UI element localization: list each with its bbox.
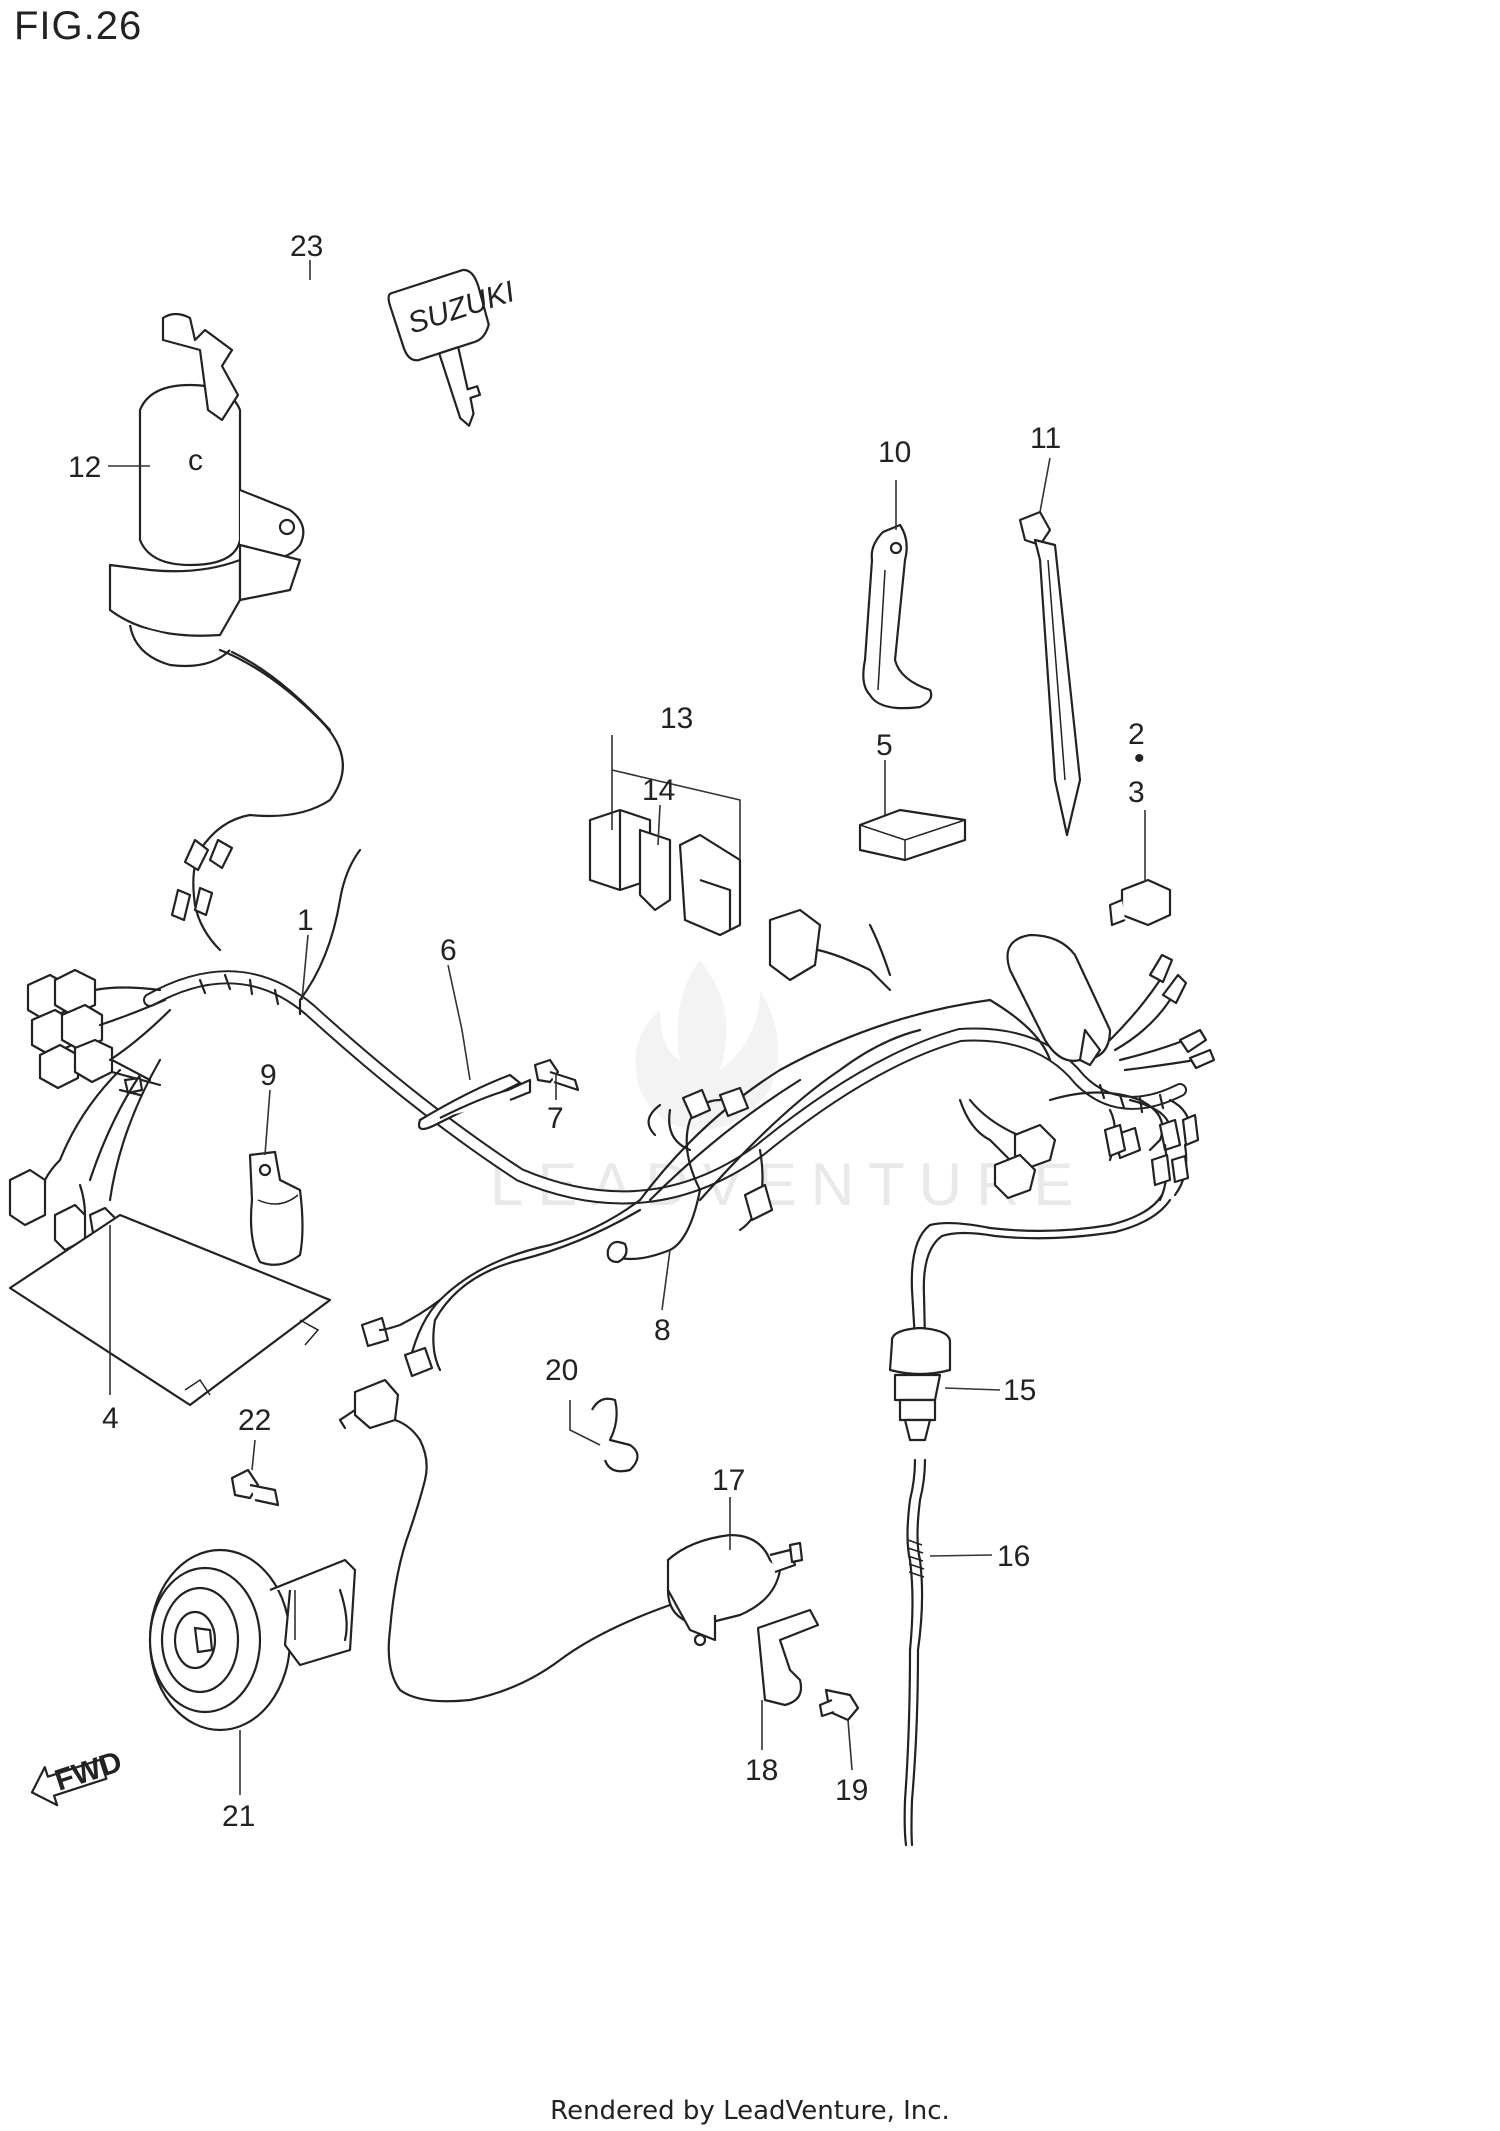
callout-1: 1 (297, 904, 314, 937)
callout-4: 4 (102, 1402, 119, 1435)
callout-20: 20 (545, 1354, 578, 1387)
callout-8: 8 (654, 1314, 671, 1347)
callout-14: 14 (642, 774, 675, 807)
callout-9: 9 (260, 1059, 277, 1092)
brake-switch (338, 1378, 804, 1703)
fwd-arrow-icon: FWD (30, 1745, 126, 1807)
footer-credit: Rendered by LeadVenture, Inc. (550, 2096, 950, 2126)
callout-17: 17 (712, 1464, 745, 1497)
lower-harness-branches (360, 1086, 774, 1378)
callout-12: 12 (68, 451, 101, 484)
callout-13: 13 (660, 702, 693, 735)
left-connector-cluster (8, 968, 172, 1252)
callout-5: 5 (876, 729, 893, 762)
callout-2: 2 (1128, 718, 1145, 751)
ignition-wire (192, 648, 344, 952)
ignition-marking: c (188, 444, 203, 477)
screw-19 (818, 1688, 860, 1722)
ignition-key: SUZUKI (387, 268, 519, 427)
right-harness-branches (910, 933, 1216, 1342)
leader-lines (108, 260, 1146, 1795)
wire-holder (248, 1150, 304, 1266)
switch-bracket (756, 1608, 820, 1707)
neutral-switch (888, 1326, 952, 1442)
watermark-text: LEADVENTURE (490, 1151, 1087, 1218)
callout-19: 19 (835, 1774, 868, 1807)
relay-connectors (588, 808, 892, 992)
wire-clamp (591, 1397, 639, 1473)
callout-6: 6 (440, 934, 457, 967)
callout-22: 22 (238, 1404, 271, 1437)
callout-15: 15 (1003, 1374, 1036, 1407)
callout-2-3-dot: • (1134, 742, 1145, 775)
harness-clip (417, 1073, 532, 1131)
callout-labels: 23 12 1 6 7 9 4 8 10 11 13 14 5 2 • 3 15… (68, 230, 1145, 1833)
cushion-pad (858, 808, 967, 862)
horn (148, 1548, 357, 1732)
callout-18: 18 (745, 1754, 778, 1787)
insulator-sheet (8, 1213, 332, 1407)
ignition-wire-connectors (170, 838, 234, 922)
callout-11: 11 (1030, 422, 1061, 455)
callout-21: 21 (222, 1800, 255, 1833)
switch-cable (903, 1458, 927, 1847)
main-wiring-harness (143, 848, 1187, 1205)
callout-3: 3 (1128, 776, 1145, 809)
small-connector (1108, 878, 1172, 927)
fwd-label: FWD (51, 1745, 126, 1797)
callout-10: 10 (878, 436, 911, 469)
cable-tie (1018, 510, 1082, 837)
callout-16: 16 (997, 1540, 1030, 1573)
horn-bolt (230, 1468, 280, 1507)
figure-title: FIG.26 (14, 4, 143, 48)
callout-23: 23 (290, 230, 323, 263)
bolt-7 (533, 1058, 580, 1092)
callout-7: 7 (547, 1102, 564, 1135)
ignition-switch: c (108, 312, 305, 668)
watermark-logo (635, 960, 778, 1130)
bracket-clamp (862, 523, 933, 710)
